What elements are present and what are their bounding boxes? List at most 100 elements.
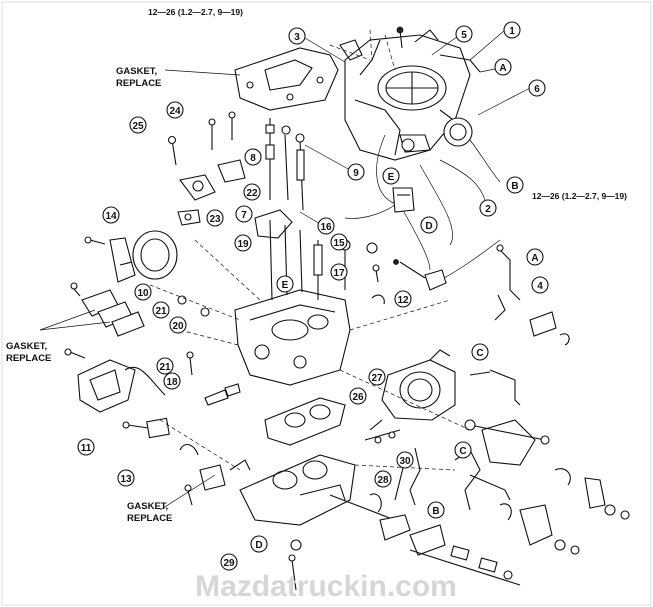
- callout-14: 14: [102, 206, 120, 224]
- ref-C-2-text: C: [459, 446, 466, 457]
- callout-3-text: 3: [294, 32, 300, 43]
- callout-4-text: 4: [537, 281, 543, 292]
- diaphragm-housing: [84, 230, 178, 283]
- callout-4: 4: [531, 276, 549, 294]
- callout-25: 25: [129, 116, 147, 134]
- ref-C-1-text: C: [476, 348, 483, 359]
- gasket-label-left-2: REPLACE: [6, 353, 51, 364]
- torque-spec-right: 12—26 (1.2—2.7, 9—19): [532, 191, 627, 201]
- callout-28: 28: [374, 470, 392, 488]
- callout-13-text: 13: [120, 474, 132, 485]
- ref-A-2: A: [526, 248, 544, 266]
- callout-29-text: 29: [223, 558, 235, 569]
- callout-20: 20: [169, 316, 187, 334]
- callout-5-text: 5: [461, 30, 467, 41]
- mounting-bracket: [64, 348, 166, 413]
- gasket-label-top-2: REPLACE: [116, 78, 161, 89]
- lower-right-linkage: [364, 429, 580, 555]
- callout-19: 19: [234, 234, 252, 252]
- callout-21a: 21: [152, 301, 170, 319]
- vacuum-hose-3: [469, 139, 501, 183]
- hose: [376, 134, 401, 206]
- bottom-right-parts: [369, 459, 521, 586]
- callout-13: 13: [117, 469, 135, 487]
- callout-7: 7: [235, 205, 253, 223]
- air-horn-gasket: [234, 47, 339, 111]
- callout-11-text: 11: [81, 443, 92, 454]
- torque-spec-top: 12—26 (1.2—2.7, 9—19): [148, 7, 243, 17]
- callout-25-text: 25: [132, 121, 144, 132]
- callout-14-text: 14: [105, 211, 117, 222]
- ref-D-2-text: D: [255, 540, 262, 551]
- watermark: Mazdatruckin.com: [195, 570, 457, 603]
- screws-group: [167, 111, 246, 226]
- ref-E-1-text: E: [388, 172, 395, 183]
- callout-30-text: 30: [399, 456, 411, 467]
- plunger-actuator: [122, 417, 170, 439]
- gasket-label-left-1: GASKET,: [6, 341, 47, 352]
- throttle-body: [239, 454, 396, 591]
- callout-19-text: 19: [237, 239, 249, 250]
- left-gasket-plates: [70, 282, 145, 337]
- callout-23-text: 23: [209, 214, 221, 225]
- wire-harness: [344, 204, 396, 219]
- callout-18-text: 18: [166, 377, 178, 388]
- solenoid-valve: [393, 259, 447, 291]
- callout-18: 18: [163, 372, 181, 390]
- choke-linkage-right: [469, 244, 570, 406]
- ref-B-1: B: [506, 176, 524, 194]
- callout-3: 3: [288, 27, 306, 45]
- ref-A-2-text: A: [531, 253, 538, 264]
- callout-20-text: 20: [172, 321, 184, 332]
- callout-1: 1: [503, 21, 521, 39]
- ref-A-1-text: A: [499, 63, 506, 74]
- callout-8: 8: [244, 148, 262, 166]
- ref-D-1: D: [420, 216, 438, 234]
- callout-22: 22: [243, 183, 261, 201]
- callout-16-text: 16: [320, 222, 332, 233]
- callout-11: 11: [77, 438, 95, 456]
- callout-9-text: 9: [353, 168, 359, 179]
- callout-12: 12: [394, 290, 412, 308]
- air-horn-assembly: [339, 26, 481, 161]
- gasket-label-top-1: GASKET,: [116, 66, 157, 77]
- callout-24-text: 24: [169, 106, 181, 117]
- callout-6-text: 6: [534, 84, 540, 95]
- callout-23: 23: [206, 209, 224, 227]
- callout-27: 27: [368, 368, 386, 386]
- callout-26: 26: [349, 387, 367, 405]
- callout-21b-text: 21: [159, 362, 171, 373]
- callout-29: 29: [220, 553, 238, 571]
- vacuum-hose: [419, 164, 453, 246]
- throttle-linkage-left: [179, 444, 251, 506]
- callout-15-text: 15: [333, 238, 345, 249]
- callout-21a-text: 21: [155, 306, 167, 317]
- ref-C-1: C: [471, 343, 489, 361]
- callout-2: 2: [479, 199, 497, 217]
- callout-28-text: 28: [377, 475, 389, 486]
- callout-27-text: 27: [371, 373, 383, 384]
- callout-16: 16: [317, 217, 335, 235]
- callout-10-text: 10: [137, 288, 149, 299]
- ref-B-1-text: B: [511, 181, 518, 192]
- callout-2-text: 2: [485, 204, 491, 215]
- choke-housing: [369, 349, 456, 431]
- callout-21b: 21: [156, 357, 174, 375]
- ref-D-2: D: [250, 535, 268, 553]
- callout-17: 17: [330, 263, 348, 281]
- callout-10: 10: [134, 283, 152, 301]
- callout-22-text: 22: [246, 188, 258, 199]
- callout-1-text: 1: [509, 26, 515, 37]
- callout-24: 24: [166, 101, 184, 119]
- ref-D-1-text: D: [425, 221, 432, 232]
- ref-E-1: E: [382, 167, 400, 185]
- callout-17-text: 17: [333, 268, 345, 279]
- callout-15: 15: [330, 233, 348, 251]
- gasket-label-bottom-1: GASKET,: [127, 501, 168, 512]
- callout-8-text: 8: [250, 153, 256, 164]
- fast-idle-cam-assembly: [454, 419, 630, 520]
- flange-gasket: [264, 397, 346, 446]
- ref-E-2-text: E: [282, 280, 289, 291]
